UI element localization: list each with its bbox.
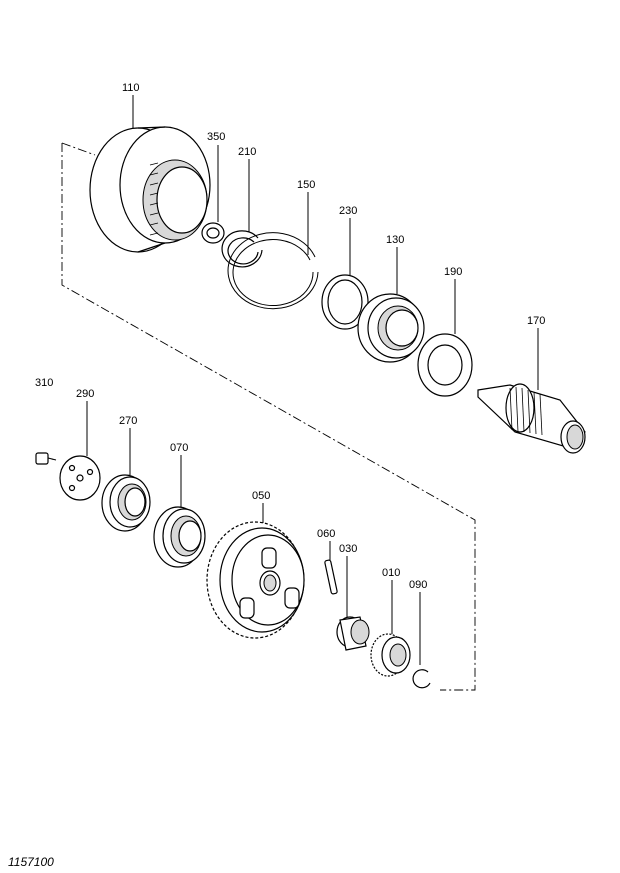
part-230-snap-ring [321, 274, 369, 330]
callout-150: 150 [297, 179, 315, 191]
callout-270: 270 [119, 415, 137, 427]
callout-170: 170 [527, 315, 545, 327]
callout-310: 310 [35, 377, 53, 389]
part-050-carrier-gear [206, 521, 305, 639]
callout-230: 230 [339, 205, 357, 217]
part-290-plate [59, 455, 101, 501]
callout-290: 290 [76, 388, 94, 400]
part-190-thrust-washer [417, 333, 473, 397]
callout-labels: 110 350 210 150 230 130 190 170 310 290 … [35, 82, 545, 591]
callout-060: 060 [317, 528, 335, 540]
callout-070: 070 [170, 442, 188, 454]
part-350-washer [201, 222, 225, 244]
part-010-planet-gear [370, 633, 411, 677]
diagram-reference-number: 1157100 [8, 855, 54, 869]
callout-210: 210 [238, 146, 256, 158]
part-130-bearing [357, 293, 425, 363]
callout-350: 350 [207, 131, 225, 143]
part-090-snap-ring [412, 669, 431, 689]
callout-050: 050 [252, 490, 270, 502]
part-060-pin [324, 559, 338, 595]
part-110-ring-gear [89, 126, 211, 253]
part-170-shaft [477, 383, 586, 454]
part-210-snap-ring [221, 230, 263, 268]
part-310-bolt [35, 452, 57, 465]
callout-190: 190 [444, 266, 462, 278]
part-070-bearing [153, 506, 206, 568]
callout-130: 130 [386, 234, 404, 246]
callout-010: 010 [382, 567, 400, 579]
callout-090: 090 [409, 579, 427, 591]
part-150-snap-ring [227, 232, 319, 310]
callout-110: 110 [122, 82, 140, 94]
callout-030: 030 [339, 543, 357, 555]
part-270-bearing [101, 474, 151, 532]
leader-lines [86, 95, 539, 665]
part-030-needle-bearing [336, 616, 370, 651]
